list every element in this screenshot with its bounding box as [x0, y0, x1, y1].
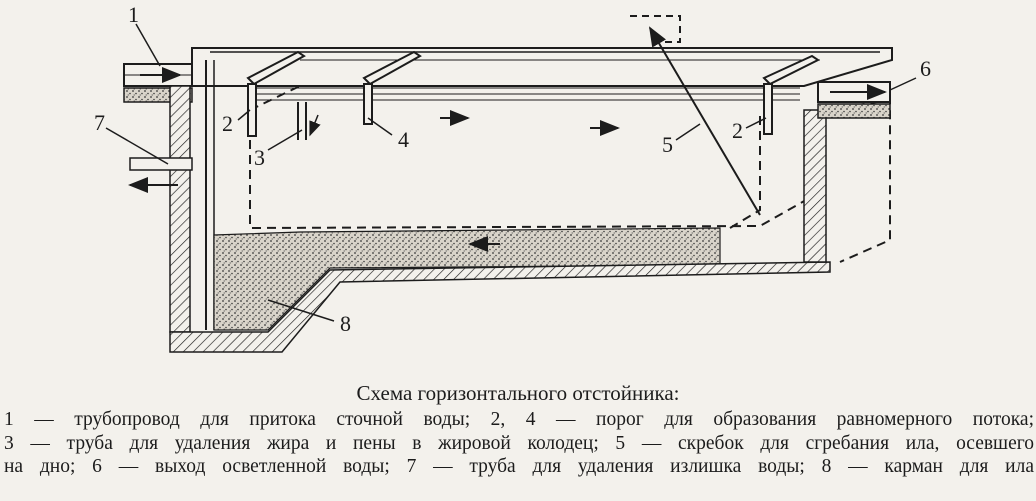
baffles [246, 50, 820, 137]
left-wall [169, 85, 191, 333]
label-1: 1 [128, 2, 139, 27]
tank-bottom [169, 261, 831, 353]
flow-arrows [440, 110, 620, 252]
label-8: 8 [340, 311, 351, 336]
settling-tank-diagram: 1 2 3 4 5 2 6 7 8 [94, 2, 931, 353]
caption-line-3: на дно; 6 — выход осветленной воды; 7 — … [4, 456, 1034, 477]
label-4: 4 [398, 127, 409, 152]
label-7: 7 [94, 110, 105, 135]
hidden-edges [249, 85, 807, 230]
caption-line-2: 3 — труба для удаления жира и пены в жир… [4, 432, 1034, 454]
caption-title: Схема горизонтального отстойника: [356, 381, 680, 405]
label-2-right: 2 [732, 118, 743, 143]
caption-body: 1 — трубопровод для притока сточной воды… [4, 408, 1034, 479]
label-3: 3 [254, 145, 265, 170]
excess-water-pipe [128, 157, 193, 193]
label-5: 5 [662, 132, 673, 157]
tank-top-rim [191, 47, 893, 101]
scraper [630, 15, 761, 216]
outlet-channel [817, 81, 891, 119]
fat-removal-pipe [297, 102, 321, 140]
leader-lines [105, 23, 917, 322]
right-wall [803, 109, 827, 263]
caption-line-1: 1 — трубопровод для притока сточной воды… [4, 409, 1034, 430]
label-2-left: 2 [222, 111, 233, 136]
label-6: 6 [920, 56, 931, 81]
